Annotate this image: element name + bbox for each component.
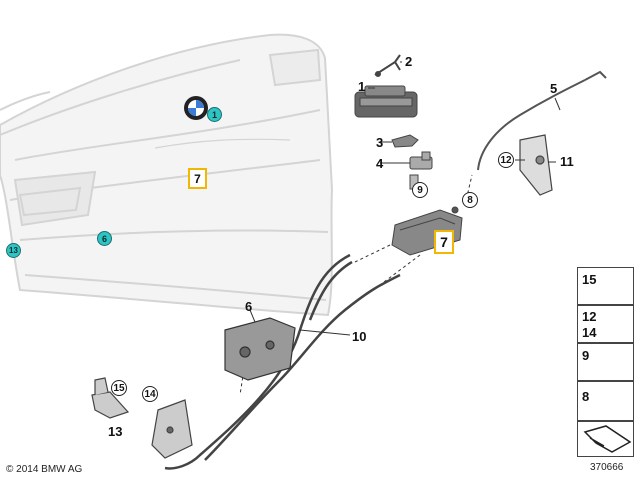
label-part-5: 5 — [550, 81, 558, 96]
legend-label-15: 15 — [582, 272, 597, 287]
label-part-14-circle: 14 — [142, 386, 158, 402]
label-part-9-circle: 9 — [412, 182, 428, 198]
legend-label-8: 8 — [582, 389, 590, 404]
bmw-emblem-icon — [184, 96, 208, 120]
label-part-3: 3 — [376, 135, 384, 150]
label-part-4: 4 — [376, 156, 384, 171]
legend-box-8: 8 — [577, 381, 634, 421]
legend-label-12: 12 — [582, 309, 597, 324]
legend-box-15: 15 — [577, 267, 634, 305]
part-6-latch-shape — [224, 317, 296, 381]
legend-box-12-14: 12 14 — [577, 305, 634, 343]
arrow-symbol-icon — [583, 425, 632, 453]
callout-tailgate-6: 6 — [97, 231, 112, 246]
label-part-12-circle: 12 — [498, 152, 514, 168]
legend-label-9: 9 — [582, 348, 590, 363]
part-4-shape — [409, 151, 433, 170]
label-part-15-circle: 15 — [111, 380, 127, 396]
legend-box-9: 9 — [577, 343, 634, 381]
label-part-10: 10 — [352, 329, 367, 344]
label-part-1: 1 — [358, 79, 366, 94]
legend-label-14: 14 — [582, 325, 597, 340]
part-1-shape — [354, 85, 418, 118]
label-part-6: 6 — [245, 299, 253, 314]
label-part-2: 2 — [405, 54, 413, 69]
label-part-8-circle: 8 — [462, 192, 478, 208]
callout-tailgate-13: 13 — [6, 243, 21, 258]
part-11-bracket-shape — [519, 134, 553, 196]
copyright-text: © 2014 BMW AG — [6, 464, 83, 475]
part-14-bracket-shape — [151, 399, 193, 459]
tailgate-illustration — [0, 33, 334, 317]
label-part-11: 11 — [560, 154, 574, 169]
image-number: 370666 — [590, 462, 624, 473]
part-5-cable — [477, 79, 586, 171]
part-10-cables — [164, 253, 401, 470]
part-13-bracket-shape — [91, 377, 130, 419]
callout-tailgate-1: 1 — [207, 107, 222, 122]
part-2-shape — [374, 54, 401, 77]
legend-box-arrow — [577, 421, 634, 457]
label-part-7-highlight: 7 — [434, 230, 454, 254]
label-part-13: 13 — [108, 424, 123, 439]
part-3-shape — [391, 134, 419, 148]
callout-tailgate-7-highlight: 7 — [188, 168, 207, 189]
